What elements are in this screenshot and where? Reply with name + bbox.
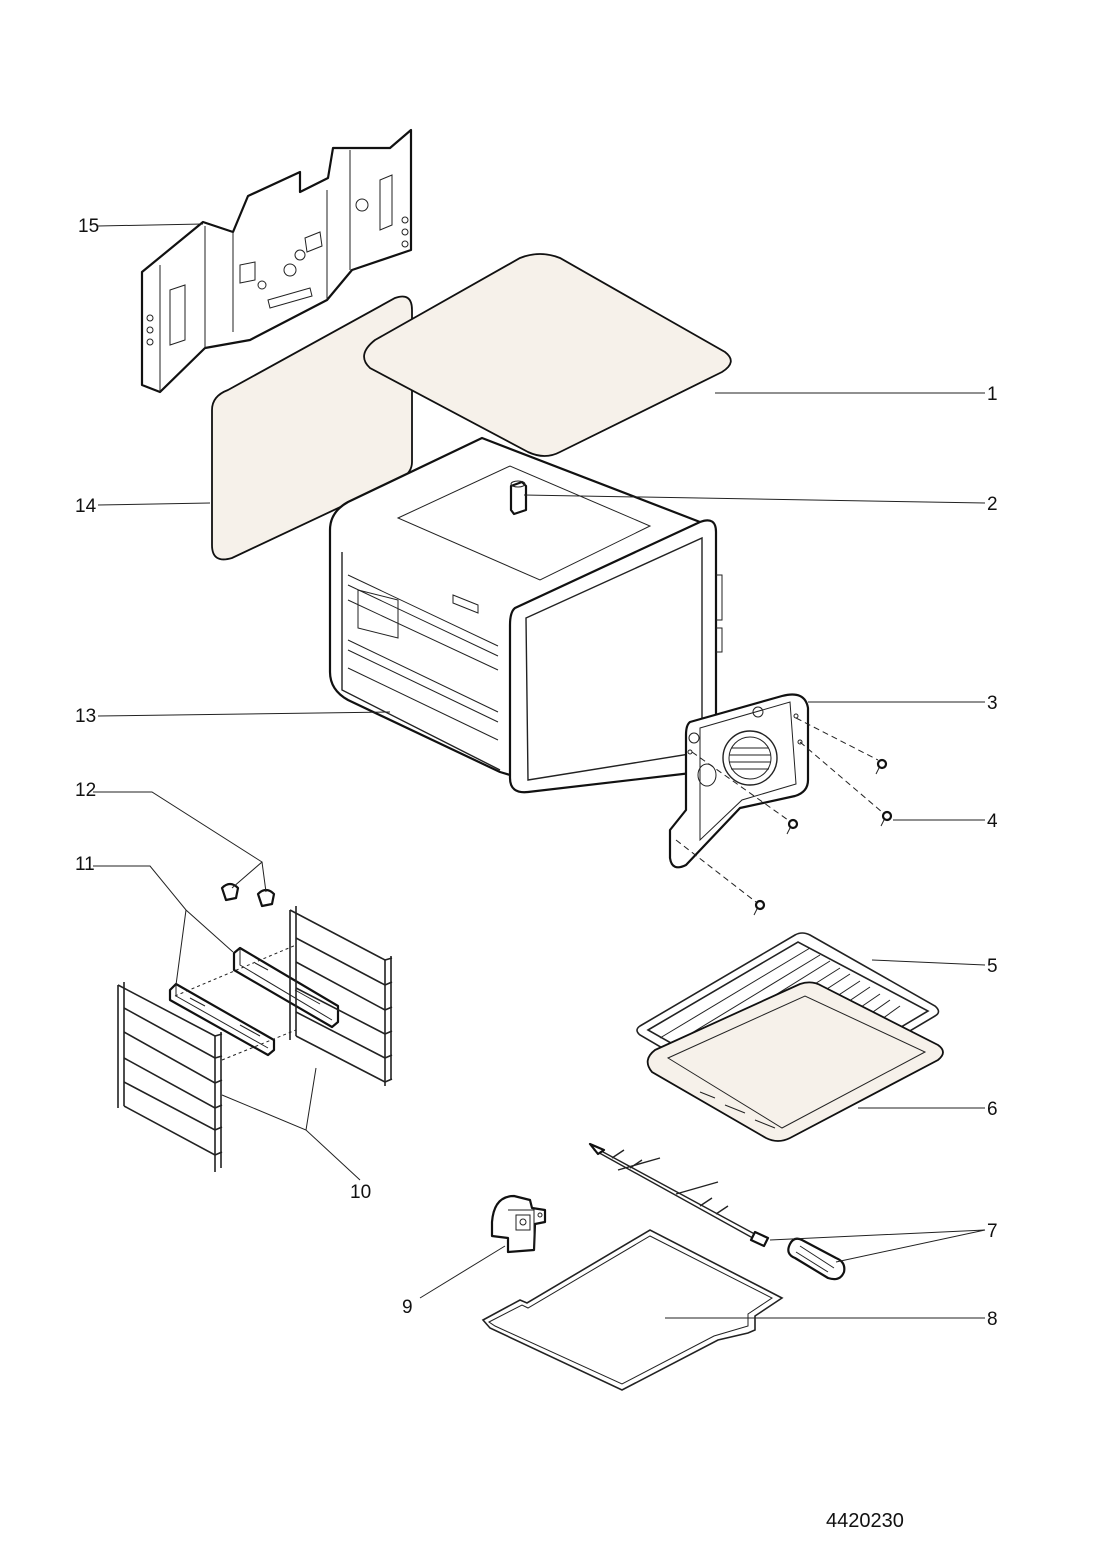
part-4-screws — [675, 717, 893, 916]
callout-8: 8 — [987, 1309, 998, 1330]
screw — [786, 818, 799, 835]
spit-handle — [787, 1237, 846, 1281]
callout-4: 4 — [987, 811, 998, 832]
callout-12: 12 — [75, 780, 96, 801]
part-12-clips — [220, 882, 276, 908]
screw — [753, 899, 766, 916]
callout-labels: 1 2 3 4 5 6 7 8 9 10 11 12 13 14 15 — [75, 216, 998, 1330]
callout-13: 13 — [75, 706, 96, 727]
part-15-rear-bracket — [140, 128, 413, 394]
screw — [880, 810, 893, 827]
part-7-rotisserie — [588, 1142, 846, 1281]
part-3-fan-cover — [668, 693, 810, 869]
callout-11: 11 — [75, 854, 95, 875]
callout-1: 1 — [987, 384, 998, 405]
part-1-top-panel — [363, 253, 732, 457]
callout-5: 5 — [987, 956, 998, 977]
callout-14: 14 — [75, 496, 97, 517]
callout-7: 7 — [987, 1221, 998, 1242]
document-number: 4420230 — [826, 1510, 904, 1532]
part-8-door-seal — [481, 1229, 784, 1391]
part-2-lamp-holder — [509, 480, 528, 516]
part-13-oven-cavity — [328, 436, 723, 794]
callout-10: 10 — [350, 1182, 371, 1203]
callout-2: 2 — [987, 494, 998, 515]
callout-6: 6 — [987, 1099, 998, 1120]
callout-15: 15 — [78, 216, 99, 237]
callout-3: 3 — [987, 693, 998, 714]
part-10-side-racks — [117, 906, 393, 1172]
leader-lines — [93, 223, 986, 1319]
callout-9: 9 — [402, 1297, 413, 1318]
part-11-slides — [168, 946, 340, 1057]
part-6-baking-tray — [646, 981, 944, 1142]
part-9-motor-unit — [490, 1194, 547, 1254]
screw — [875, 758, 888, 775]
